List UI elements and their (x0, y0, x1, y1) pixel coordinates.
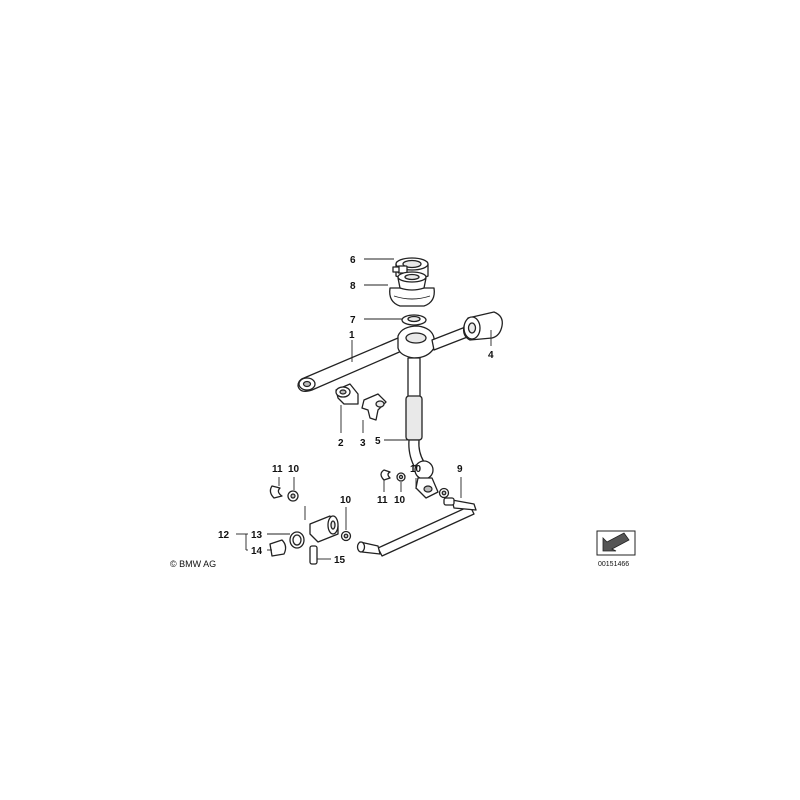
part-10-washer-left (287, 490, 299, 502)
callout-labels: 6 8 7 1 4 2 3 5 11 10 10 9 10 11 10 12 1… (218, 255, 494, 566)
callout-8: 8 (350, 281, 356, 292)
callout-11-middle: 11 (377, 495, 388, 506)
callout-1: 1 (349, 330, 355, 341)
part-10-washer-lower (340, 530, 352, 542)
callout-12: 12 (218, 530, 230, 541)
part-8-boot-cover (389, 271, 435, 307)
callout-5: 5 (375, 436, 381, 447)
callout-10-lower: 10 (340, 495, 352, 506)
callout-7: 7 (350, 315, 356, 326)
callout-14: 14 (251, 546, 263, 557)
callout-10-middle: 10 (394, 495, 406, 506)
callout-11-left: 11 (272, 464, 283, 475)
part-11-clip-left (269, 485, 283, 499)
callout-10-right: 10 (410, 464, 422, 475)
part-11-clip-right (380, 469, 391, 481)
callout-6: 6 (350, 255, 356, 266)
part-10-washer-right-outer (438, 487, 450, 499)
part-2-bush (335, 383, 359, 405)
part-5-shift-rod (405, 357, 439, 499)
part-9-selector-rod (356, 497, 477, 557)
part-10-washer-right-inner (396, 472, 406, 482)
callout-2: 2 (338, 438, 344, 449)
callout-4: 4 (488, 350, 494, 361)
part-12-bush-assembly (309, 515, 339, 543)
part-7-ring (401, 314, 427, 326)
callout-9: 9 (457, 464, 463, 475)
callout-3: 3 (360, 438, 366, 449)
callout-13: 13 (251, 530, 263, 541)
reference-number: 00151466 (598, 561, 629, 568)
part-3-bracket (361, 393, 387, 421)
arrow-down-left-icon (602, 532, 630, 552)
callout-15: 15 (334, 555, 346, 566)
copyright-text: © BMW AG (170, 559, 216, 569)
leader-lines (236, 258, 492, 560)
part-14-bush-insert (269, 539, 287, 557)
part-15-pin (309, 545, 318, 565)
reference-box: 00151466 (596, 530, 636, 568)
callout-10-left: 10 (288, 464, 300, 475)
part-1-shift-lever-arm (297, 325, 471, 392)
part-4-bush (462, 311, 503, 341)
part-13-o-ring (289, 531, 305, 549)
